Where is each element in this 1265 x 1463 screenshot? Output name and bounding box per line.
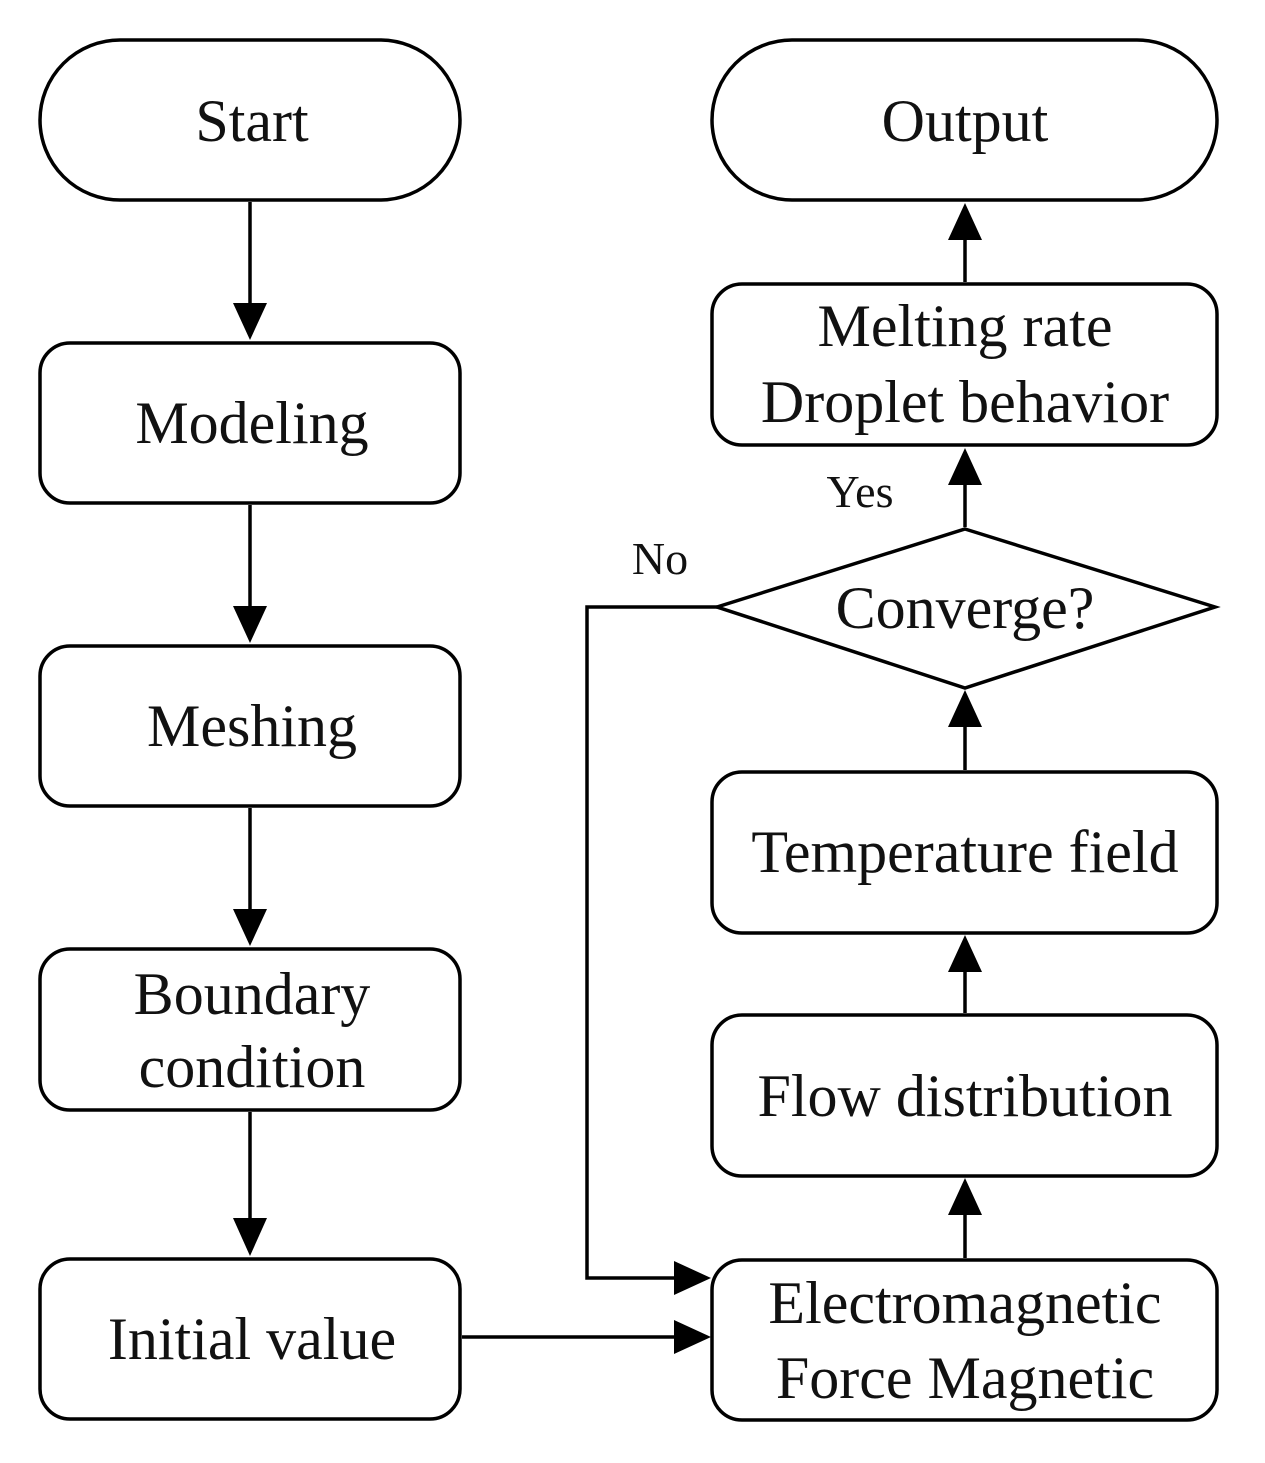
melting-box-shape: [710, 282, 1219, 447]
boundary-box-shape: [38, 947, 462, 1112]
arrowhead-flow-temperature: [948, 935, 982, 972]
arrowhead-initial-electromagnetic: [674, 1320, 711, 1354]
arrowhead-converge-melting: [948, 448, 982, 485]
electromagnetic-box-shape: [710, 1258, 1219, 1422]
initial-box-shape: [38, 1257, 462, 1421]
arrowhead-melting-output: [948, 203, 982, 240]
edge-converge-no-loop: [585, 605, 717, 1280]
start-label: Start: [195, 88, 309, 154]
arrowhead-start-modeling: [233, 303, 267, 340]
modeling-box-shape: [38, 341, 462, 505]
arrowhead-meshing-boundary: [233, 909, 267, 946]
boundary-label-line-1: Boundary: [134, 961, 371, 1027]
flow-label: Flow distribution: [757, 1063, 1172, 1129]
modeling-label: Modeling: [135, 390, 368, 456]
boundary-label-line-2: condition: [139, 1034, 366, 1100]
converge-decision-shape: [711, 527, 1221, 690]
electromagnetic-label-line-1: Electromagnetic: [768, 1270, 1161, 1336]
no-edge-label: No: [632, 533, 688, 584]
initial-label: Initial value: [108, 1306, 396, 1372]
temperature-box-shape: [710, 770, 1219, 935]
melting-label-line-1: Melting rate: [818, 293, 1113, 359]
meshing-box-shape: [38, 644, 462, 808]
start-terminal-shape: [38, 38, 462, 202]
electromagnetic-label-line-2: Force Magnetic: [776, 1345, 1154, 1411]
arrowhead-electromagnetic-flow: [948, 1178, 982, 1215]
melting-label-line-2: Droplet behavior: [761, 369, 1169, 435]
node-labels: Start Modeling Meshing Boundary conditio…: [108, 88, 1179, 1411]
temperature-label: Temperature field: [751, 819, 1178, 885]
output-label: Output: [882, 88, 1049, 154]
output-terminal-shape: [710, 38, 1219, 202]
arrowhead-temperature-converge: [948, 690, 982, 727]
flow-box-shape: [710, 1013, 1219, 1178]
nodes: [38, 38, 1221, 1422]
arrowhead-converge-no-loop: [674, 1261, 711, 1295]
yes-edge-label: Yes: [827, 466, 894, 517]
edge-labels: Yes No: [632, 466, 894, 584]
arrowhead-boundary-initial: [233, 1218, 267, 1256]
converge-label: Converge?: [836, 575, 1095, 641]
connectors: [233, 202, 982, 1354]
arrowhead-modeling-meshing: [233, 606, 267, 643]
meshing-label: Meshing: [147, 693, 357, 759]
